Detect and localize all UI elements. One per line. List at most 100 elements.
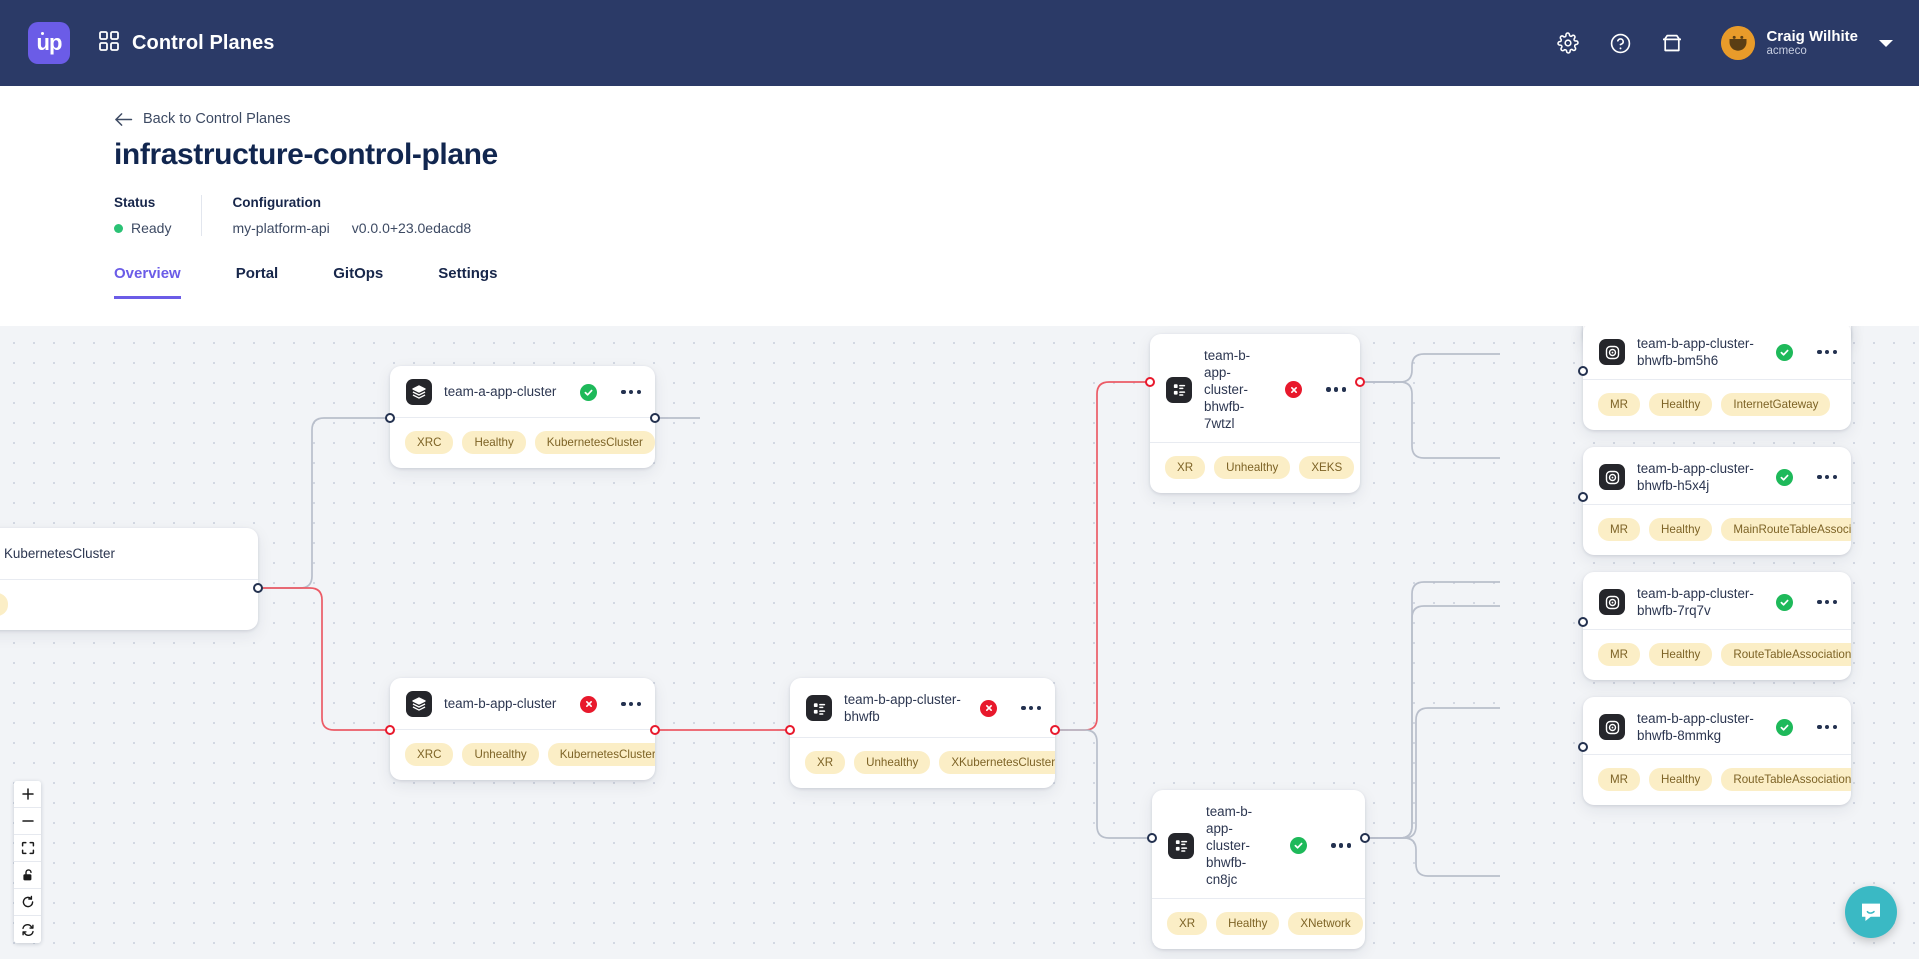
tab-settings[interactable]: Settings (438, 265, 498, 282)
node-divider (390, 729, 655, 730)
node-handle-left-team-a[interactable] (385, 413, 395, 423)
node-tag: Healthy (1216, 912, 1280, 936)
status-badge-healthy (580, 383, 598, 401)
node-actions-menu[interactable] (1816, 722, 1838, 732)
tab-portal[interactable]: Portal (235, 265, 279, 282)
node-tag: Unhealthy (854, 751, 931, 775)
graph-node-bhwfb-7rq7v[interactable]: team-b-app-cluster-bhwfb-7rq7v MR Health… (1583, 572, 1851, 681)
fit-view-button[interactable] (14, 835, 41, 862)
node-tag: Healthy (1649, 768, 1713, 792)
chevron-down-icon[interactable] (1879, 39, 1893, 47)
graph-node-team-a-app-cluster[interactable]: team-a-app-cluster XRC Healthy Kubernete… (390, 366, 655, 468)
status-badge-healthy (1776, 718, 1794, 736)
graph-node-kubernetescluster[interactable]: KubernetesCluster API (0, 528, 258, 630)
status-label: Status (114, 195, 156, 210)
node-tag: MainRouteTableAssociation (1721, 518, 1851, 542)
managed-resource-icon (1599, 464, 1625, 491)
node-handle-right-bhwfb[interactable] (1050, 725, 1060, 735)
gear-icon[interactable] (1553, 28, 1583, 58)
status-badge-unhealthy (1285, 381, 1303, 399)
node-actions-menu[interactable] (1816, 597, 1838, 607)
zoom-out-button[interactable] (14, 808, 41, 835)
lock-toggle-button[interactable] (14, 862, 41, 889)
refresh-icon (22, 895, 33, 908)
node-actions-menu[interactable] (1816, 472, 1838, 482)
node-title: team-b-app-cluster-bhwfb-7rq7v (1637, 586, 1754, 619)
status-badge-unhealthy (980, 699, 998, 717)
managed-resource-icon (1599, 339, 1625, 366)
node-tag: Healthy (1649, 518, 1713, 542)
top-navigation-bar: up Control Planes (0, 0, 1919, 86)
node-handle-left-7rq7v[interactable] (1578, 617, 1588, 627)
graph-node-bhwfb-h5x4j[interactable]: team-b-app-cluster-bhwfb-h5x4j MR Health… (1583, 447, 1851, 556)
node-actions-menu[interactable] (1330, 840, 1352, 850)
node-title: team-b-app-cluster (444, 696, 557, 712)
node-tag: XR (805, 751, 846, 775)
node-title: team-b-app-cluster-bhwfb-cn8jc (1206, 804, 1253, 888)
sync-button[interactable] (14, 916, 41, 943)
tab-overview[interactable]: Overview (114, 265, 181, 299)
status-dot-icon (114, 223, 123, 233)
logo-dot (41, 32, 44, 35)
chat-launcher[interactable] (1845, 886, 1897, 938)
node-handle-right-team-a[interactable] (650, 413, 660, 423)
node-tag: MR (1598, 768, 1641, 792)
configuration-label: Configuration (232, 195, 321, 210)
node-tag: Healthy (462, 431, 526, 454)
node-actions-menu[interactable] (1816, 347, 1838, 357)
graph-node-team-b-app-cluster[interactable]: team-b-app-cluster XRC Unhealthy Kuberne… (390, 678, 655, 780)
node-handle-right-7wtzl[interactable] (1355, 377, 1365, 387)
node-tag: RouteTableAssociation (1721, 643, 1851, 667)
configuration-value-row: my-platform-api v0.0.0+23.0edacd8 (232, 220, 471, 236)
configuration-version: v0.0.0+23.0edacd8 (351, 220, 472, 236)
back-to-control-planes-link[interactable]: Back to Control Planes (114, 111, 291, 127)
graph-node-bhwfb-bm5h6[interactable]: team-b-app-cluster-bhwfb-bm5h6 MR Health… (1583, 326, 1851, 431)
marketplace-icon[interactable] (1657, 28, 1687, 58)
node-handle-left-bhwfb[interactable] (785, 725, 795, 735)
tab-gitops[interactable]: GitOps (333, 265, 384, 282)
layers-icon (406, 691, 432, 717)
node-tag: MR (1598, 393, 1641, 417)
user-org: acmeco (1766, 45, 1807, 58)
status-badge-healthy (1776, 593, 1794, 611)
node-tag-list: MR Healthy RouteTableAssociation (1583, 630, 1851, 680)
user-menu[interactable]: Craig Wilhite acmeco (1721, 26, 1893, 60)
brand-logo[interactable]: up (28, 22, 70, 64)
node-handle-left-8mmkg[interactable] (1578, 742, 1588, 752)
status-badge-unhealthy (580, 695, 598, 713)
status-badge-healthy (1776, 343, 1794, 361)
graph-node-bhwfb-7wtzl[interactable]: team-b-app-cluster-bhwfb-7wtzl XR Unheal… (1150, 334, 1360, 494)
resource-graph-canvas[interactable]: KubernetesCluster API team-a-app-cluster (0, 326, 1919, 959)
status-value: Ready (131, 220, 172, 236)
resource-list-icon (1166, 376, 1192, 403)
node-title: team-b-app-cluster-bhwfb-h5x4j (1637, 461, 1754, 494)
node-actions-menu[interactable] (1325, 384, 1347, 394)
node-tag: RouteTableAssociation (1721, 768, 1851, 792)
node-tag: Healthy (1649, 393, 1713, 417)
node-divider (0, 579, 258, 580)
reset-button[interactable] (14, 889, 41, 916)
node-handle-left-team-b[interactable] (385, 725, 395, 735)
node-divider (1152, 898, 1365, 900)
arrow-left-icon (115, 112, 133, 126)
help-circle-icon[interactable] (1605, 28, 1635, 58)
node-actions-menu[interactable] (620, 699, 642, 709)
graph-node-bhwfb-8mmkg[interactable]: team-b-app-cluster-bhwfb-8mmkg MR Health… (1583, 697, 1851, 806)
zoom-in-button[interactable] (14, 781, 41, 808)
node-handle-left-7wtzl[interactable] (1145, 377, 1155, 387)
node-divider (1150, 442, 1360, 444)
node-handle-left-cn8jc[interactable] (1147, 833, 1157, 843)
node-handle-left-bm5h6[interactable] (1578, 366, 1588, 376)
node-tag-list: MR Healthy InternetGateway (1583, 380, 1851, 430)
node-tag: MR (1598, 643, 1641, 667)
node-actions-menu[interactable] (1020, 703, 1042, 713)
graph-node-bhwfb-cn8jc[interactable]: team-b-app-cluster-bhwfb-cn8jc XR Health… (1152, 790, 1365, 950)
node-handle-right-cn8jc[interactable] (1360, 833, 1370, 843)
node-handle-left-h5x4j[interactable] (1578, 492, 1588, 502)
node-tag: KubernetesCluster (547, 743, 655, 766)
node-tag: InternetGateway (1721, 393, 1831, 417)
node-actions-menu[interactable] (620, 387, 642, 397)
node-handle-right-team-b[interactable] (650, 725, 660, 735)
node-handle-right-kubernetescluster[interactable] (253, 583, 263, 593)
graph-node-team-b-app-cluster-bhwfb[interactable]: team-b-app-cluster-bhwfb XR Unhealthy XK… (790, 678, 1055, 789)
